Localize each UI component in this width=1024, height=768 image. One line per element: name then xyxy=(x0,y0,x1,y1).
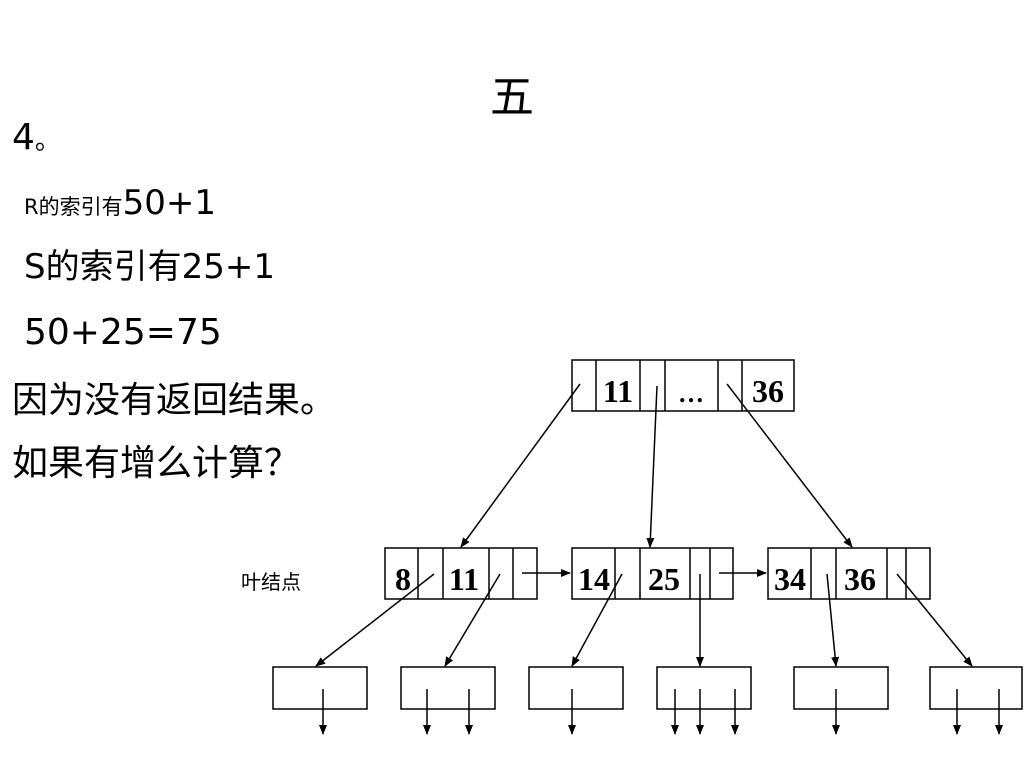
leaf-pointer-arrow xyxy=(315,573,435,667)
question-line: 如果有增么计算？ xyxy=(12,443,301,484)
root-node-frame xyxy=(571,359,795,412)
leaf-node-label: 叶结点 xyxy=(241,570,301,594)
leaf-pointer-arrow xyxy=(826,573,840,667)
leaf-key: 8 xyxy=(395,561,411,597)
data-block xyxy=(272,666,368,710)
root-key: 11 xyxy=(603,373,633,409)
data-block xyxy=(929,666,1023,710)
record-arrows xyxy=(319,689,1003,735)
data-block xyxy=(400,666,496,710)
leaf-key: 25 xyxy=(648,561,680,597)
leaf-node: 14 25 xyxy=(571,547,734,600)
data-block xyxy=(528,666,624,710)
data-block xyxy=(793,666,889,710)
leaf-key: 14 xyxy=(578,561,610,597)
leaf-pointer-arrow xyxy=(444,573,501,667)
r-index-prefix: R的索引有 xyxy=(24,195,123,219)
leaf-key: 11 xyxy=(449,561,479,597)
item-number-suffix: 。 xyxy=(34,126,61,156)
leaf-key: 36 xyxy=(844,561,876,597)
root-key: 36 xyxy=(752,373,784,409)
root-pointer-arrow xyxy=(460,383,581,548)
root-key: … xyxy=(678,379,704,408)
data-block xyxy=(656,666,752,710)
reason-line: 因为没有返回结果。 xyxy=(12,380,337,421)
s-index-line: S的索引有25+1 xyxy=(24,247,275,287)
item-number: 4 xyxy=(12,117,35,158)
item-number-line: 4。 xyxy=(12,120,61,156)
root-node: 11 … 36 xyxy=(571,359,795,412)
r-index-line: R的索引有50+1 xyxy=(24,186,216,220)
leaf-pointer-arrow xyxy=(571,573,623,667)
r-index-value: 50+1 xyxy=(122,183,216,223)
sum-line: 50+25=75 xyxy=(24,312,222,353)
leaf-node: 8 11 xyxy=(384,547,538,600)
leaf-node: 34 36 xyxy=(767,547,931,600)
root-pointer-arrow xyxy=(646,385,658,548)
leaf-key: 34 xyxy=(774,561,806,597)
root-pointer-arrow xyxy=(726,383,853,548)
leaf-pointer-arrow xyxy=(896,573,973,667)
slide-title: 五 xyxy=(490,72,534,123)
